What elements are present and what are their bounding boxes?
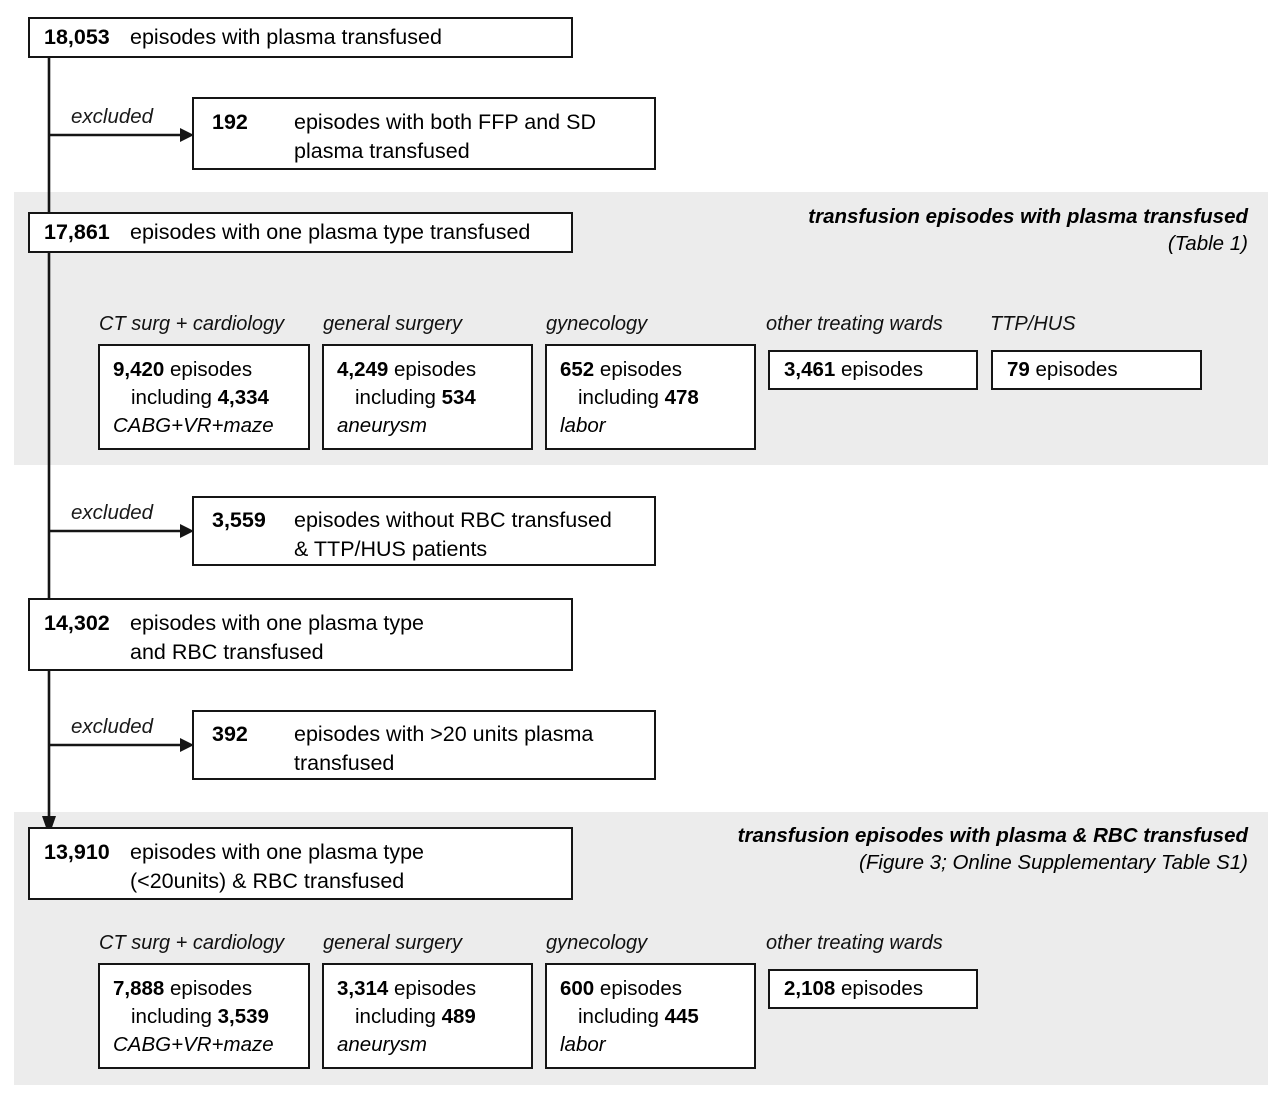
ward-general-surgery-1-including-word: including (355, 386, 436, 409)
node-one-plasma-and-rbc: 14,302 episodes with one plasma type and… (28, 598, 573, 671)
ward-other-wards-1-count: 3,461 (784, 358, 836, 381)
ward-general-surgery-1-subtype: aneurysm (337, 414, 428, 437)
node-excluded-2-count: 3,559 (212, 508, 266, 532)
node-one-plasma-and-rbc-line2: and RBC transfused (130, 640, 324, 664)
ward-ct-surg-1-including-count: 4,334 (217, 386, 269, 409)
node-excluded-3-line2: transfused (294, 751, 395, 775)
ward-gynecology-2-subtype: labor (560, 1033, 606, 1056)
section-2-caption-line2: (Figure 3; Online Supplementary Table S1… (859, 851, 1248, 874)
node-start-text: episodes with plasma transfused (130, 25, 442, 49)
ward-general-surgery-2-subtype: aneurysm (337, 1033, 428, 1056)
ward-other-wards-2-count: 2,108 (784, 977, 836, 1000)
ward-label-ttp-hus-1: TTP/HUS (990, 313, 1076, 335)
ward-box-other-wards-1: 3,461 episodes (768, 350, 978, 390)
node-final-count: 13,910 (44, 840, 110, 864)
ward-label-gynecology-2: gynecology (546, 932, 648, 954)
ward-box-ct-surg-2: 7,888 episodes including 3,539 CABG+VR+m… (98, 963, 310, 1069)
node-excluded-3: 392 episodes with >20 units plasma trans… (192, 710, 656, 780)
section-1-caption: transfusion episodes with plasma transfu… (608, 203, 1248, 257)
node-start-count: 18,053 (44, 25, 110, 49)
ward-general-surgery-2-count: 3,314 (337, 977, 389, 1000)
node-one-plasma-type: 17,861 episodes with one plasma type tra… (28, 212, 573, 253)
ward-ct-surg-1-subtype: CABG+VR+maze (113, 414, 274, 437)
ward-other-wards-1-unit: episodes (841, 358, 924, 381)
node-excluded-1: 192 episodes with both FFP and SD plasma… (192, 97, 656, 170)
ward-box-other-wards-2: 2,108 episodes (768, 969, 978, 1009)
ward-ttp-hus-1-unit: episodes (1035, 358, 1118, 381)
node-start: 18,053 episodes with plasma transfused (28, 17, 573, 58)
ward-gynecology-1-including-word: including (578, 386, 659, 409)
node-excluded-3-line1: episodes with >20 units plasma (294, 722, 594, 746)
node-excluded-2-line2: & TTP/HUS patients (294, 537, 488, 561)
node-one-plasma-type-text: episodes with one plasma type transfused (130, 220, 531, 244)
ward-label-general-surgery-1: general surgery (323, 313, 462, 335)
ward-label-ct-surg-1: CT surg + cardiology (99, 313, 285, 335)
node-excluded-2: 3,559 episodes without RBC transfused & … (192, 496, 656, 566)
ward-gynecology-1-subtype: labor (560, 414, 606, 437)
ward-box-gynecology-2: 600 episodes including 445 labor (545, 963, 756, 1069)
section-2-caption: transfusion episodes with plasma & RBC t… (508, 822, 1248, 876)
section-1-caption-line1: transfusion episodes with plasma transfu… (808, 205, 1248, 228)
ward-gynecology-1-including-count: 478 (664, 386, 699, 409)
ward-general-surgery-1-including-count: 534 (441, 386, 476, 409)
ward-general-surgery-1-unit: episodes (394, 358, 477, 381)
node-one-plasma-and-rbc-line1: episodes with one plasma type (130, 611, 425, 635)
ward-gynecology-2-including-count: 445 (664, 1005, 699, 1028)
ward-gynecology-1-unit: episodes (599, 358, 682, 381)
excluded-label-2: excluded (71, 501, 154, 524)
node-one-plasma-type-count: 17,861 (44, 220, 110, 244)
ward-ttp-hus-1-count: 79 (1007, 358, 1030, 381)
node-excluded-3-count: 392 (212, 722, 248, 746)
node-excluded-1-line1: episodes with both FFP and SD (294, 110, 596, 134)
ward-general-surgery-1-count: 4,249 (337, 358, 389, 381)
ward-ct-surg-2-including-word: including (131, 1005, 212, 1028)
ward-ct-surg-2-count: 7,888 (113, 977, 165, 1000)
node-excluded-1-line2: plasma transfused (294, 139, 470, 163)
ward-label-ct-surg-2: CT surg + cardiology (99, 932, 285, 954)
ward-gynecology-2-including-word: including (578, 1005, 659, 1028)
node-final-line2: (<20units) & RBC transfused (130, 869, 405, 893)
node-excluded-2-line1: episodes without RBC transfused (294, 508, 612, 532)
excluded-label-1: excluded (71, 105, 154, 128)
section-1-caption-line2: (Table 1) (1167, 232, 1248, 255)
node-excluded-1-count: 192 (212, 110, 248, 134)
ward-label-general-surgery-2: general surgery (323, 932, 462, 954)
ward-box-general-surgery-2: 3,314 episodes including 489 aneurysm (322, 963, 533, 1069)
node-final-line1: episodes with one plasma type (130, 840, 425, 864)
ward-general-surgery-2-unit: episodes (394, 977, 477, 1000)
ward-ct-surg-1-unit: episodes (170, 358, 253, 381)
ward-box-general-surgery-1: 4,249 episodes including 534 aneurysm (322, 344, 533, 450)
ward-ct-surg-2-unit: episodes (170, 977, 253, 1000)
ward-ct-surg-2-including-count: 3,539 (217, 1005, 269, 1028)
ward-box-gynecology-1: 652 episodes including 478 labor (545, 344, 756, 450)
ward-box-ttp-hus-1: 79 episodes (991, 350, 1202, 390)
ward-gynecology-2-unit: episodes (599, 977, 682, 1000)
node-one-plasma-and-rbc-count: 14,302 (44, 611, 110, 635)
ward-general-surgery-2-including-word: including (355, 1005, 436, 1028)
node-final: 13,910 episodes with one plasma type (<2… (28, 827, 573, 900)
ward-box-ct-surg-1: 9,420 episodes including 4,334 CABG+VR+m… (98, 344, 310, 450)
ward-ct-surg-2-subtype: CABG+VR+maze (113, 1033, 274, 1056)
ward-label-other-wards-1: other treating wards (766, 313, 943, 335)
ward-label-other-wards-2: other treating wards (766, 932, 943, 954)
ward-label-gynecology-1: gynecology (546, 313, 648, 335)
ward-general-surgery-2-including-count: 489 (441, 1005, 476, 1028)
ward-ct-surg-1-including-word: including (131, 386, 212, 409)
ward-ct-surg-1-count: 9,420 (113, 358, 165, 381)
ward-other-wards-2-unit: episodes (841, 977, 924, 1000)
excluded-label-3: excluded (71, 715, 154, 738)
section-2-caption-line1: transfusion episodes with plasma & RBC t… (737, 824, 1248, 847)
ward-gynecology-2-count: 600 (560, 977, 595, 1000)
ward-gynecology-1-count: 652 (560, 358, 595, 381)
